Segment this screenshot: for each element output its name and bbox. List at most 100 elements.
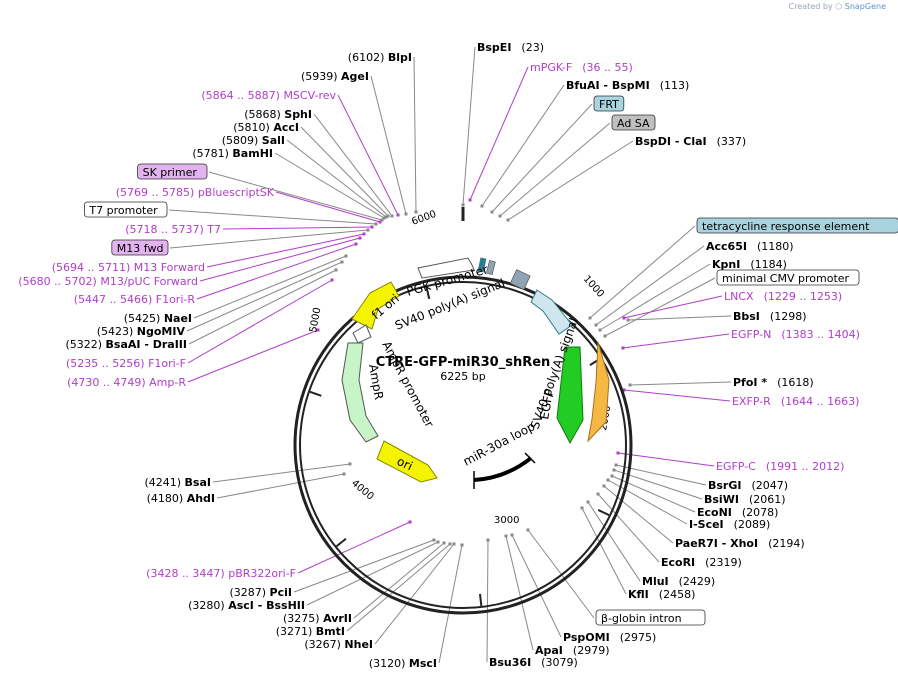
site-name: MSCV-rev <box>283 89 336 102</box>
site-name: T7 <box>206 223 221 236</box>
leader-line <box>186 261 343 332</box>
site-position: (2429) <box>679 575 716 588</box>
site-position: (3079) <box>541 656 578 669</box>
feature-box <box>593 95 625 112</box>
site-position: (23) <box>521 41 544 54</box>
site-name: BsaAI - DraIII <box>106 338 187 351</box>
site-label: BbsI(1298) <box>733 310 806 323</box>
site-label: KpnI(1184) <box>712 258 787 271</box>
site-position: (5810) <box>233 121 273 134</box>
site-name: PaeR7I - XhoI <box>675 537 758 550</box>
leader-line <box>527 529 595 619</box>
site-label: PfoI *(1618) <box>733 376 814 389</box>
ad-sa-feature <box>486 260 496 275</box>
site-name: NgoMIV <box>137 325 186 338</box>
site-position: (5680 .. 5702) <box>18 275 100 288</box>
site-position: (6102) <box>348 51 388 64</box>
site-label: Bsu36I(3079) <box>489 656 578 669</box>
tick-mark <box>597 509 610 517</box>
site-name: Acc65I <box>706 240 747 253</box>
site-marker <box>461 203 465 207</box>
site-position: (3280) <box>188 599 228 612</box>
site-name: ApaI <box>535 644 563 657</box>
site-name: EXFP-R <box>732 395 771 408</box>
site-labels: BspEI(23)mPGK-F(36 .. 55)BfuAI - BspMI(1… <box>18 41 898 670</box>
site-position: (5781) <box>192 147 232 160</box>
leader-line <box>438 544 463 664</box>
feature-box <box>137 163 208 180</box>
tick-mark <box>309 390 322 397</box>
leader-line <box>293 539 435 593</box>
site-position: (2194) <box>768 537 805 550</box>
site-marker <box>386 214 390 218</box>
site-marker <box>396 213 400 217</box>
site-position: (4241) <box>144 476 184 489</box>
site-marker <box>614 463 618 467</box>
primer-label: (5718 .. 5737) T7 <box>125 223 221 236</box>
site-marker <box>610 474 614 478</box>
site-position: (5864 .. 5887) <box>201 89 283 102</box>
site-position: (2458) <box>659 588 696 601</box>
feature-box <box>696 217 898 234</box>
site-label: BspEI(23) <box>477 41 544 54</box>
site-position: (1298) <box>770 310 807 323</box>
site-name: LNCX <box>724 290 754 303</box>
site-marker <box>626 318 630 322</box>
site-position: (1180) <box>757 240 794 253</box>
site-label: (3120) MscI <box>369 657 437 670</box>
leader-line <box>599 263 711 331</box>
site-marker <box>602 484 606 488</box>
leader-line <box>469 66 529 201</box>
site-name: EGFP-N <box>731 328 771 341</box>
backbone-inner-ring <box>299 281 627 609</box>
leader-line <box>208 171 383 221</box>
tick-mark <box>479 593 483 607</box>
site-marker <box>330 278 334 282</box>
leader-line <box>187 329 319 383</box>
site-name: PciI <box>270 586 292 599</box>
site-label: (5322) BsaAI - DraIII <box>65 338 187 351</box>
site-position: (1383 .. 1404) <box>781 328 860 341</box>
site-position: (4730 .. 4749) <box>67 376 149 389</box>
leader-line <box>199 237 361 282</box>
site-name: AhdI <box>187 492 215 505</box>
site-name: PfoI * <box>733 376 767 389</box>
site-name: F1ori-F <box>148 357 186 370</box>
site-position: (1644 .. 1663) <box>781 395 860 408</box>
pgk-promoter-arrow <box>417 257 475 279</box>
site-position: (5425) <box>124 312 164 325</box>
site-name: BspDI - ClaI <box>635 135 707 148</box>
site-marker <box>340 260 344 264</box>
site-position: (2089) <box>734 518 771 531</box>
site-label: (4241) BsaI <box>144 476 211 489</box>
site-position: (1229 .. 1253) <box>764 290 843 303</box>
site-marker <box>480 204 484 208</box>
site-marker <box>366 228 370 232</box>
leader-line <box>374 543 455 645</box>
site-position: (2061) <box>749 493 786 506</box>
leader-line <box>589 225 696 319</box>
site-position: (1184) <box>750 258 787 271</box>
site-marker <box>498 214 502 218</box>
primer-label: (3428 .. 3447) pBR322ori-F <box>146 567 296 580</box>
primer-label: (4730 .. 4749) Amp-R <box>67 376 186 389</box>
leader-line <box>505 535 534 651</box>
site-name: F1ori-R <box>156 293 196 306</box>
site-marker <box>390 214 394 218</box>
site-label: (5939) AgeI <box>301 70 369 83</box>
site-position: (2975) <box>620 631 657 644</box>
feature-box <box>111 239 169 256</box>
site-marker <box>588 316 592 320</box>
tick-mark <box>425 286 431 300</box>
leader-line <box>187 279 333 364</box>
site-name: SalI <box>262 134 285 147</box>
site-position: (3428 .. 3447) <box>146 567 228 580</box>
leader-line <box>511 534 562 638</box>
site-label: BspDI - ClaI(337) <box>635 135 746 148</box>
site-label: (5423) NgoMIV <box>97 325 186 338</box>
leader-line <box>595 245 705 326</box>
site-marker <box>384 215 388 219</box>
site-marker <box>616 451 620 455</box>
site-marker <box>382 216 386 220</box>
site-label: KflI(2458) <box>628 588 695 601</box>
